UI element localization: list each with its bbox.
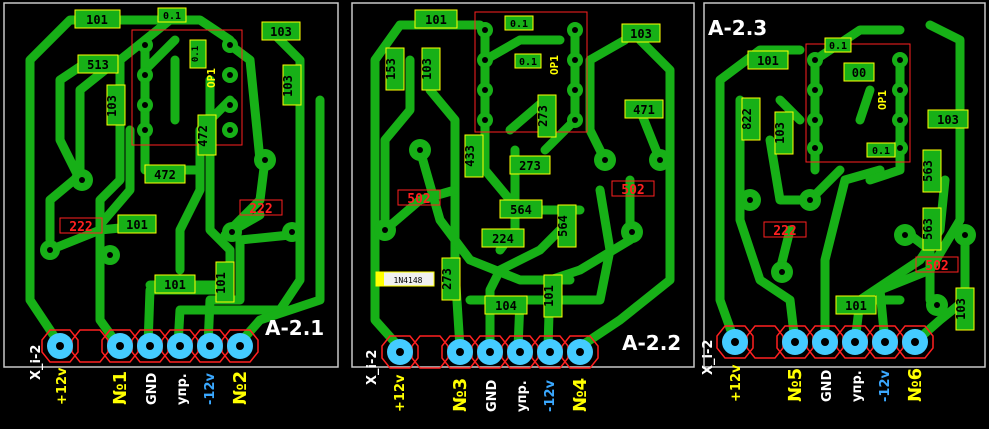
comp-label: 0.1 [872, 146, 890, 157]
comp-label: 273 [519, 159, 541, 173]
board-3: 0.1 101 00 822 103 103 0.1 563 563 101 1… [701, 2, 986, 402]
components-1: 101 0.1 103 513 0.1 103 103 472 472 101 … [74, 7, 302, 303]
comp-label: 101 [425, 13, 447, 27]
pin-label: -12v [203, 373, 218, 405]
comp-label: 103 [270, 25, 292, 39]
comp-label: 513 [87, 58, 109, 72]
trimmer-label: 502 [925, 259, 948, 274]
comp-label: 0.1 [829, 41, 847, 52]
comp-label: 564 [556, 215, 570, 237]
trimmer-label: 502 [407, 192, 430, 207]
board-1: 101 0.1 103 513 0.1 103 103 472 472 101 … [3, 2, 339, 405]
pin-label: -12v [878, 370, 893, 402]
op1-label: OP1 [876, 90, 889, 110]
comp-label: 563 [921, 218, 935, 240]
red-resistors-3: 222 502 [763, 221, 959, 274]
comp-label: 101 [86, 13, 108, 27]
pin-label: -12v [543, 380, 558, 412]
board-title: A-2.2 [622, 331, 681, 355]
board-title: A-2.1 [265, 316, 324, 340]
comp-label: 273 [536, 105, 550, 127]
comp-label: 0.1 [510, 19, 528, 30]
connector-label: X_i-2 [29, 345, 44, 380]
trimmer-label: 222 [773, 224, 796, 239]
pin-label: упр. [515, 380, 530, 412]
components-2: 101 0.1 103 153 103 0.1 433 273 273 564 … [375, 9, 664, 318]
comp-label: 471 [633, 103, 655, 117]
pin-label: GND [820, 369, 835, 402]
pin-label: №1 [110, 371, 131, 405]
comp-label: 564 [510, 203, 532, 217]
comp-label: 563 [921, 160, 935, 182]
pin-label: №5 [785, 368, 806, 402]
trimmer-label: 222 [69, 220, 92, 235]
comp-label: 00 [852, 66, 866, 80]
components-3: 0.1 101 00 822 103 103 0.1 563 563 101 1… [740, 37, 975, 331]
connector-1 [41, 329, 259, 363]
pin-label: упр. [175, 373, 190, 405]
pin-label: GND [145, 372, 160, 405]
comp-label: 433 [463, 145, 477, 167]
comp-label: 104 [495, 299, 517, 313]
op1-label: OP1 [548, 55, 561, 75]
comp-label: 101 [542, 285, 556, 307]
diode-label: 1N4148 [394, 276, 423, 285]
op1-outline-3 [805, 43, 911, 163]
pin-label: +12v [55, 367, 70, 405]
comp-label: 103 [281, 75, 295, 97]
pin-label: №6 [905, 368, 926, 402]
comp-label: 101 [214, 272, 228, 294]
red-resistors-2: 502 502 [397, 180, 655, 207]
comp-label: 273 [440, 268, 454, 290]
trimmer-label: 502 [621, 183, 644, 198]
comp-label: 472 [154, 168, 176, 182]
board-title: A-2.3 [708, 16, 767, 40]
comp-label: 101 [126, 218, 148, 232]
connector-label: X_i-2 [701, 340, 716, 375]
pin-label: №4 [570, 378, 591, 412]
comp-label: 103 [105, 95, 119, 117]
connector-label: X_i-2 [365, 350, 380, 385]
pin-label: упр. [850, 370, 865, 402]
comp-label: 103 [954, 298, 968, 320]
connector-2 [381, 335, 599, 369]
comp-label: 0.1 [191, 46, 201, 62]
comp-label: 103 [937, 113, 959, 127]
comp-label: 101 [164, 278, 186, 292]
trimmer-label: 222 [249, 202, 272, 217]
comp-label: 822 [740, 108, 754, 130]
comp-label: 101 [845, 299, 867, 313]
red-resistors-1: 222 222 [59, 199, 283, 235]
comp-label: 472 [196, 125, 210, 147]
pin-label: №3 [450, 378, 471, 412]
pin-label: +12v [393, 374, 408, 412]
comp-label: 224 [492, 232, 514, 246]
comp-label: 103 [420, 58, 434, 80]
pin-label: GND [485, 379, 500, 412]
op1-outline-1 [131, 29, 243, 146]
comp-label: 0.1 [163, 11, 181, 22]
pin-label: +12v [729, 364, 744, 402]
comp-label: 103 [630, 27, 652, 41]
pin-label: №2 [230, 371, 251, 405]
board-2: 101 0.1 103 153 103 0.1 433 273 273 564 … [351, 2, 695, 412]
comp-label: 101 [757, 54, 779, 68]
comp-label: 103 [773, 122, 787, 144]
comp-label: 153 [384, 58, 398, 80]
op1-label: OP1 [205, 68, 218, 88]
op1-outline-2 [474, 11, 588, 133]
connector-3 [716, 325, 934, 359]
comp-label: 0.1 [519, 57, 537, 68]
